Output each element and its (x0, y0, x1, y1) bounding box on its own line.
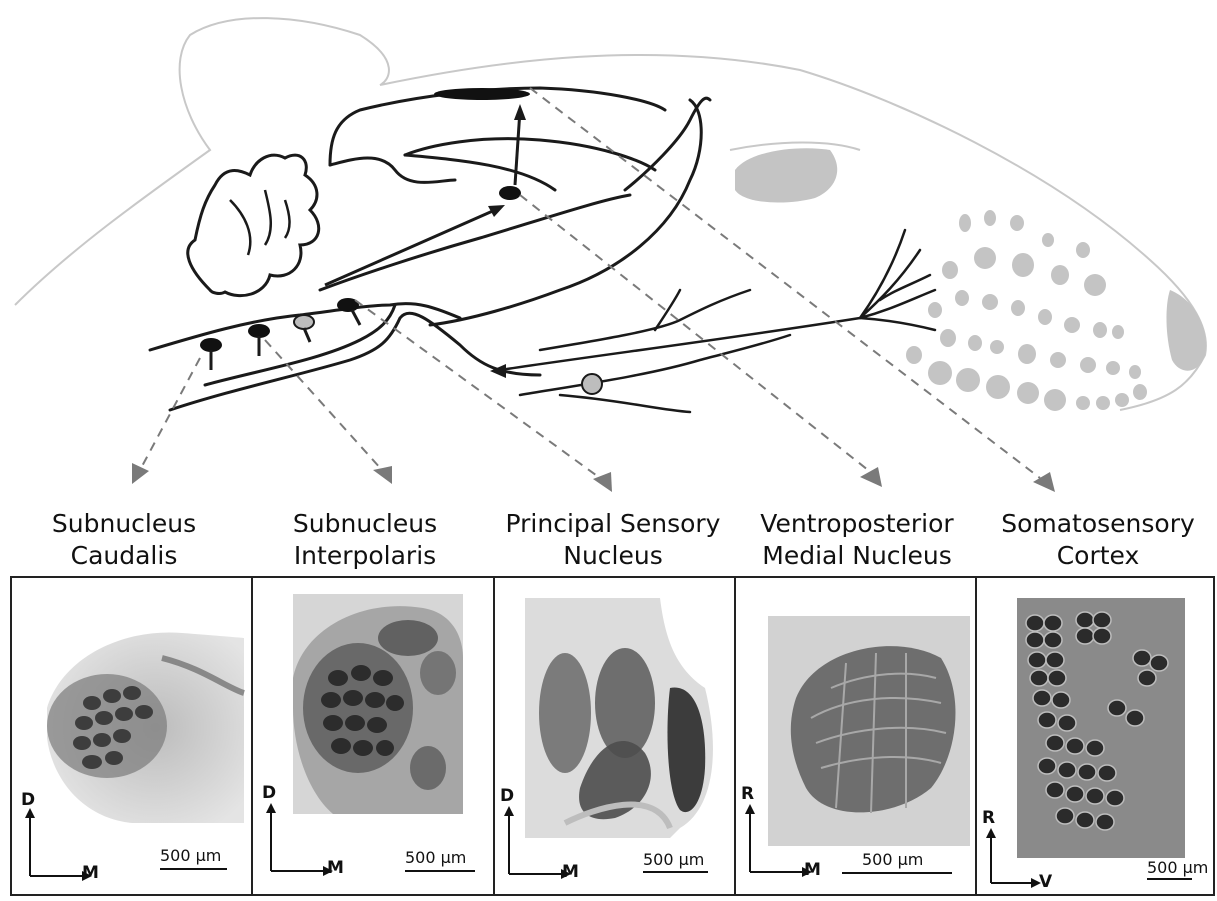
scale-bar-label: 500 µm (405, 848, 466, 867)
axis-vertical-label: D (262, 783, 276, 803)
dashed-arrow-head-icon (593, 472, 612, 492)
axis-vertical-label: D (500, 786, 514, 806)
scale-bar (643, 871, 708, 873)
grey-region-icon (735, 148, 837, 202)
scale-bar-label: 500 µm (862, 850, 923, 869)
panel-caudalis: D M 500 µm (10, 576, 253, 896)
panel-vpm: R M 500 µm (734, 576, 977, 896)
label-vpm: Ventroposterior Medial Nucleus (737, 508, 977, 572)
axis-vertical-label: R (982, 808, 995, 828)
label-line: Medial Nucleus (737, 540, 977, 572)
axis-horizontal-label: V (1039, 872, 1052, 892)
scale-bar-label: 500 µm (1147, 858, 1208, 877)
scale-bar (842, 872, 952, 874)
scale-bar-label: 500 µm (643, 850, 704, 869)
label-caudalis: Subnucleus Caudalis (4, 508, 244, 572)
label-somatosensory: Somatosensory Cortex (978, 508, 1217, 572)
scale-bar (160, 868, 227, 870)
oralis-node-icon (294, 315, 314, 329)
axis-horizontal-label: M (562, 862, 579, 882)
label-line: Cortex (978, 540, 1217, 572)
panel-somatosensory: R V 500 µm (975, 576, 1215, 896)
barrel-cortex-patch-icon (434, 88, 530, 100)
interpolaris-node-icon (248, 324, 270, 338)
scale-bar (1147, 878, 1192, 880)
label-line: Ventroposterior (737, 508, 977, 540)
scale-bar-label: 500 µm (160, 846, 221, 865)
axis-vertical-label: D (21, 790, 35, 810)
label-principal-sensory: Principal Sensory Nucleus (493, 508, 733, 572)
label-line: Somatosensory (978, 508, 1217, 540)
brain-structure-lines (150, 88, 710, 410)
whisker-pad-icon (906, 210, 1147, 411)
trigeminal-nerve (500, 230, 935, 412)
micrograph-panels: D M 500 µm D (10, 576, 1215, 898)
axis-horizontal-label: M (327, 858, 344, 878)
panel-interpolaris: D M 500 µm (251, 576, 495, 896)
axis-arrows-icon (265, 803, 335, 878)
axis-horizontal-label: M (82, 863, 99, 883)
dashed-arrow-head-icon (132, 463, 149, 484)
panel-principal-sensory: D M 500 µm (493, 576, 736, 896)
pathway-schematic (0, 0, 1217, 500)
label-line: Principal Sensory (493, 508, 733, 540)
arrow-up-icon (514, 104, 526, 120)
dashed-arrow-head-icon (373, 466, 392, 484)
ganglion-icon (582, 374, 602, 394)
axis-horizontal-label: M (804, 860, 821, 880)
label-line: Caudalis (4, 540, 244, 572)
dashed-arrow-head-icon (1033, 472, 1055, 492)
vpm-node-icon (499, 186, 521, 200)
snout-grey-icon (1166, 290, 1205, 371)
caudalis-node-icon (200, 338, 222, 352)
dashed-arrow-head-icon (860, 467, 882, 487)
label-line: Subnucleus (245, 508, 485, 540)
label-line: Interpolaris (245, 540, 485, 572)
label-line: Subnucleus (4, 508, 244, 540)
scale-bar (405, 870, 475, 872)
axis-vertical-label: R (741, 784, 754, 804)
cerebellum-icon (188, 155, 319, 295)
label-line: Nucleus (493, 540, 733, 572)
label-interpolaris: Subnucleus Interpolaris (245, 508, 485, 572)
